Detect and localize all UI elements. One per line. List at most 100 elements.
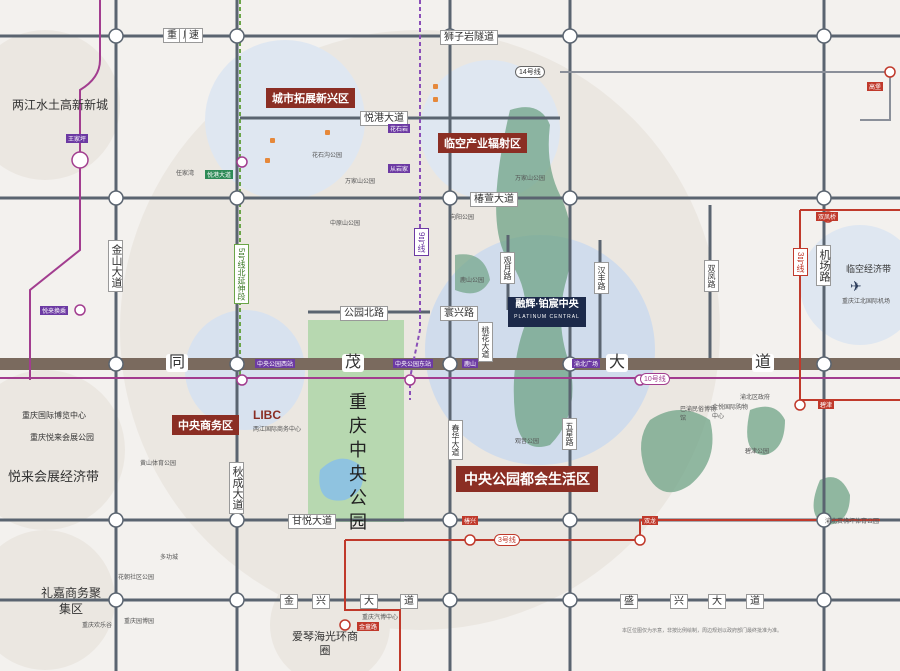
poi-yuelai-park: 重庆悦来会展公园	[30, 433, 94, 442]
green-hills-3	[747, 406, 785, 455]
project-name: 融辉·铂宸中央	[515, 299, 579, 310]
metro-line3b-label: 3号线	[793, 248, 808, 277]
station-yuelai-huanzhan: 悦来换乘	[40, 306, 69, 315]
zone-circle-aiqinhai	[270, 565, 390, 671]
poi-expo-center: 重庆国际博览中心	[22, 411, 86, 420]
poi-zhongyuan-park: 中原山公园	[330, 221, 361, 227]
zone-chengshi-label: 城市拓展新兴区	[266, 88, 355, 108]
zone-cbd-label: 中央商务区	[172, 415, 239, 435]
project-logo: 融辉·铂宸中央 PLATINUM CENTRAL	[508, 297, 586, 327]
qiucheng-road-label: 秋成大道	[229, 462, 244, 514]
metro-line9-label: 9号线	[414, 228, 429, 257]
shuangfeng-road-label: 双凤路	[704, 260, 719, 292]
poi-marker	[433, 97, 438, 102]
station-gaopo: 高堡	[867, 82, 884, 91]
poi-xiangyang-park: 向阳公园	[450, 215, 475, 221]
station-chunxing: 椿兴	[462, 516, 479, 525]
shengxing-char-3: 大	[708, 594, 726, 609]
central-park-label: 重庆中央公园	[347, 392, 367, 536]
gongyuan-north-road-label: 公园北路	[340, 306, 388, 321]
ring-char-6: 速	[185, 28, 203, 43]
zone-lijia-label: 礼嘉商务聚集区	[40, 586, 101, 616]
poi-jinyi-mall: 金悦国际购物中心	[712, 405, 749, 420]
tongmao-char-3: 大	[606, 354, 629, 372]
shengxing-char-4: 道	[746, 594, 764, 609]
station-yushan: 鹿山	[462, 359, 479, 368]
poi-guanyin-park: 观音公园	[515, 439, 540, 445]
jinxing-char-4: 道	[400, 594, 418, 609]
park-lake	[319, 458, 363, 501]
gankui-road-label: 甘悦大道	[288, 514, 336, 529]
hanfeng-road-label: 汉丰路	[594, 262, 609, 294]
green-hills-2	[641, 410, 713, 493]
disclaimer-text: 本区位图仅为示意，非按比例绘制，周边规划以政府部门最终批准为准。	[622, 628, 783, 634]
poi-yubei-gov: 渝北区政府	[740, 395, 771, 401]
poi-happy-valley: 重庆欢乐谷	[82, 623, 113, 629]
zone-yuelai-label: 悦来会展经济带	[8, 469, 100, 484]
tongmao-char-1: 同	[166, 354, 189, 372]
taohua-road-label: 桃花大道	[478, 322, 493, 362]
station-huashiluo: 花石岩	[388, 124, 411, 133]
project-name-en: PLATINUM CENTRAL	[514, 314, 580, 320]
metro-line5-label: 5号线北延伸段	[234, 244, 249, 305]
poi-huashi-park: 花石沟公园	[312, 153, 343, 159]
poi-libc-sub: 两江国际商务中心	[253, 427, 302, 433]
jinshan-road-label: 金山大道	[108, 240, 123, 292]
station-yuegang-north: 悦港大道	[205, 170, 234, 179]
metro-line3-label: 3号线	[494, 534, 520, 546]
tongmao-char-4: 道	[752, 354, 775, 372]
zone-linkong-econ-label: 临空经济带	[846, 264, 892, 274]
poi-yubei-sports: 渝北黄桷坪体育公园	[825, 519, 880, 525]
zone-linkong-label: 临空产业辐射区	[438, 133, 527, 153]
station-shuangfeng: 双凤桥	[816, 212, 839, 221]
jinxing-char-3: 大	[360, 594, 378, 609]
tongmao-char-2: 茂	[342, 354, 365, 372]
poi-chongqing-auto: 重庆汽博中心	[362, 615, 399, 621]
shengxing-char-1: 盛	[620, 594, 638, 609]
poi-marker	[433, 84, 438, 89]
guanyue-road-label: 观月路	[500, 252, 515, 284]
station-wangjiaping: 王家坪	[66, 134, 89, 143]
zone-circle-yuelai	[0, 370, 125, 530]
airplane-icon: ✈	[850, 278, 862, 294]
poi-libc: LIBC	[253, 408, 281, 422]
shengxing-char-2: 兴	[670, 594, 688, 609]
metro-line10-label: 10号线	[640, 373, 670, 385]
station-shuangjiang: 双龙	[642, 516, 659, 525]
station-zhongyang-west: 中央公园西站	[255, 359, 296, 368]
poi-chongqing-garden: 重庆园博园	[124, 619, 155, 625]
poi-wanjiashan-park: 万家山公园	[345, 179, 376, 185]
poi-huangshan-sports: 黄山体育公园	[140, 461, 177, 467]
wuzhan-road-label: 五星路	[562, 418, 577, 450]
poi-bijin-park: 碧津公园	[745, 449, 770, 455]
station-yubei-square: 渝北广场	[572, 359, 601, 368]
zone-aiqinhai-label: 爱琴海光环商圈	[292, 631, 358, 657]
station-bijin: 碧津	[818, 400, 835, 409]
poi-marker	[265, 158, 270, 163]
poi-yubei-museum: 巴渝民俗博物馆	[680, 407, 717, 422]
poi-duogong: 多功城	[160, 555, 179, 561]
zone-circle-liangjiang	[0, 30, 120, 180]
poi-marker	[270, 138, 275, 143]
benghai-road-label: 椿萱大道	[470, 192, 518, 207]
poi-huajie-park: 花朝社区公园	[118, 575, 155, 581]
station-congyanjia: 从岩家	[388, 164, 411, 173]
huanxing-road-label: 寰兴路	[440, 306, 478, 321]
jinxing-char-2: 兴	[312, 594, 330, 609]
poi-wanjiashan-park-2: 万家山公园	[515, 176, 546, 182]
zone-dushi-label: 中央公园都会生活区	[456, 466, 598, 492]
green-hills-5	[455, 254, 490, 294]
station-zhongyang-east: 中央公园东站	[393, 359, 434, 368]
ring-char-1: 重	[163, 28, 181, 43]
jinxing-char-1: 金	[280, 594, 298, 609]
poi-lushan-park: 鹿山公园	[460, 278, 485, 284]
poi-renjia-bay: 任家湾	[176, 171, 195, 177]
metro-line14-label: 14号线	[515, 66, 545, 78]
yuegang-road-label: 悦港大道	[360, 111, 408, 126]
chunhua-road-label: 春华大道	[448, 420, 463, 460]
poi-airport: 重庆江北国际机场	[842, 299, 891, 305]
shizi-tunnel-label: 狮子岩隧道	[440, 30, 498, 45]
station-jinjinlu: 金童路	[357, 622, 380, 631]
